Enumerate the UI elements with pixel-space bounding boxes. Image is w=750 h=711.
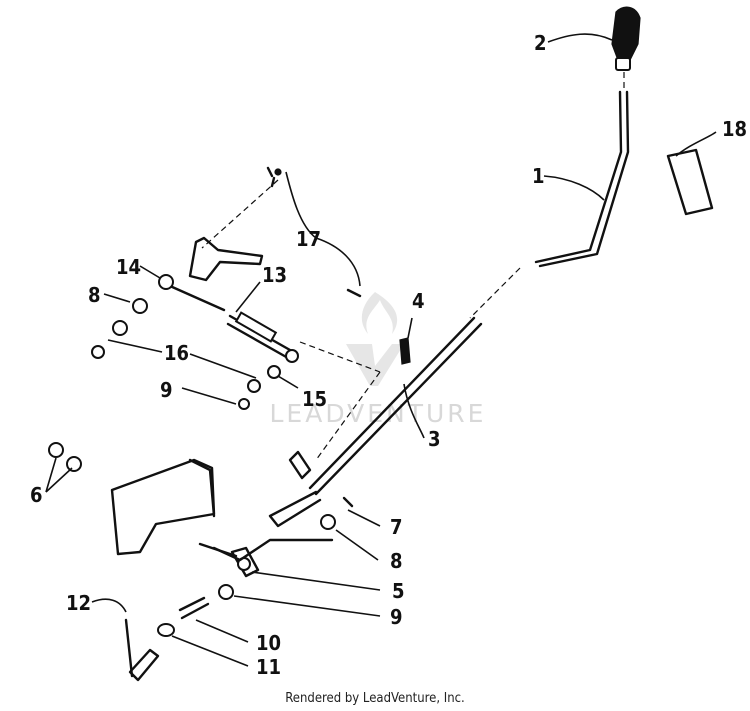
callout-4: 4 [412,289,425,313]
bracket [48,442,216,556]
callout-5: 5 [392,579,405,603]
callout-8-upper: 8 [88,283,101,307]
callout-6: 6 [30,483,43,507]
shift-rod [268,316,483,528]
watermark-text: LEADVENTURE [270,399,487,428]
nut [267,365,281,379]
callout-7: 7 [390,515,403,539]
callout-11: 11 [256,655,281,679]
leader-lines [45,33,717,667]
callout-1: 1 [532,164,545,188]
washer [112,320,128,336]
washer [247,379,261,393]
knob [611,6,641,71]
callout-16: 16 [164,341,189,365]
footer-credit: Rendered by LeadVenture, Inc. [285,691,465,706]
watermark: LEADVENTURE [270,292,487,428]
nut [132,298,148,314]
callout-12: 12 [66,591,91,615]
lower-linkage [124,496,354,682]
plate [666,148,714,216]
pin [399,337,411,365]
nut [238,398,250,410]
callout-14: 14 [116,255,141,279]
callout-9-lower: 9 [390,605,403,629]
lever-axis [469,267,521,319]
callout-8-lower: 8 [390,549,403,573]
linkage-assembly [158,166,381,461]
callout-10: 10 [256,631,281,655]
callout-18: 18 [722,117,747,141]
callout-3: 3 [428,427,441,451]
callout-17: 17 [296,227,321,251]
callout-15: 15 [302,387,327,411]
nut [91,345,105,359]
callout-2: 2 [534,31,547,55]
callout-9-upper: 9 [160,378,173,402]
callout-labels: 1 2 3 4 5 6 7 8 8 9 9 10 11 12 13 14 15 … [30,31,747,679]
shift-lever [534,72,630,268]
callout-13: 13 [262,263,287,287]
